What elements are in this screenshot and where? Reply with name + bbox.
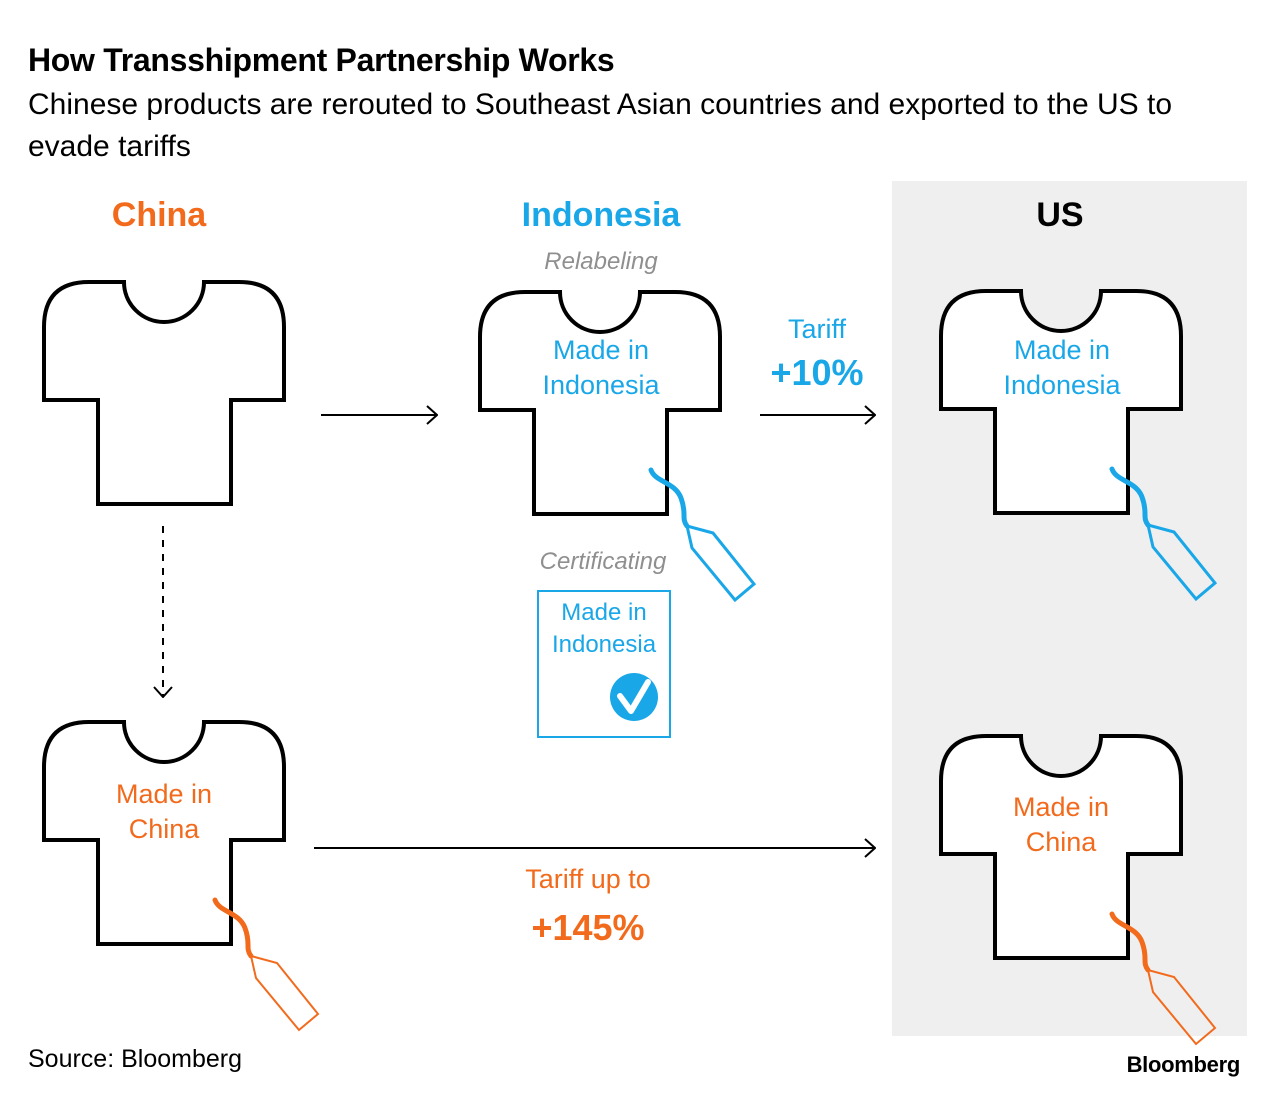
certificate-box <box>537 590 671 738</box>
label-line-1: Made in <box>1012 792 1110 822</box>
tag-icon-china <box>212 897 320 1032</box>
label-line-1: Made in <box>1013 335 1111 365</box>
chart-title: How Transshipment Partnership Works <box>28 42 615 78</box>
tag-icon-indonesia <box>648 467 757 603</box>
step-relabeling: Relabeling <box>544 248 658 275</box>
shirt-label-us-indonesia: Made in Indonesia <box>942 333 1182 403</box>
step-certificating: Certificating <box>539 548 667 575</box>
shirt-icon-us-indonesia <box>939 289 1183 515</box>
source-note: Source: Bloomberg <box>28 1045 243 1073</box>
label-line-2: China <box>128 814 200 844</box>
certificate-line-2: Indonesia <box>551 631 657 658</box>
column-label-us: US <box>1036 196 1084 234</box>
bloomberg-logo: Bloomberg <box>1126 1052 1241 1077</box>
shirt-icon-china-labeled <box>42 720 286 946</box>
shirt-icon-indonesia-relabeled <box>478 290 722 516</box>
chart-subtitle: Chinese products are rerouted to Southea… <box>28 88 1173 163</box>
tag-icon-indonesia-us <box>1109 466 1218 602</box>
label-line-1: Made in <box>115 779 213 809</box>
tariff-value-direct: +145% <box>531 907 645 948</box>
shirt-label-indonesia-relabeled: Made in Indonesia <box>481 333 721 403</box>
column-label-indonesia: Indonesia <box>521 196 681 234</box>
label-line-1: Made in <box>552 335 650 365</box>
certificate-line-1: Made in <box>561 599 647 626</box>
tariff-value-indonesia: +10% <box>770 352 864 393</box>
column-label-china: China <box>111 196 207 234</box>
label-line-2: Indonesia <box>1003 370 1121 400</box>
certificate-text: Made in Indonesia <box>537 597 671 661</box>
checkmark-circle-icon <box>610 673 658 721</box>
tariff-label-indonesia: Tariff <box>787 314 847 344</box>
shirt-label-china-labeled: Made in China <box>44 777 284 847</box>
tariff-label-direct: Tariff up to <box>525 864 651 894</box>
label-line-2: Indonesia <box>542 370 660 400</box>
shirt-label-us-china: Made in China <box>941 790 1181 860</box>
shirt-icon-china-plain <box>42 280 286 506</box>
label-line-2: China <box>1025 827 1097 857</box>
tag-icon-china-us <box>1109 911 1217 1046</box>
shirt-icon-us-china <box>939 734 1183 960</box>
